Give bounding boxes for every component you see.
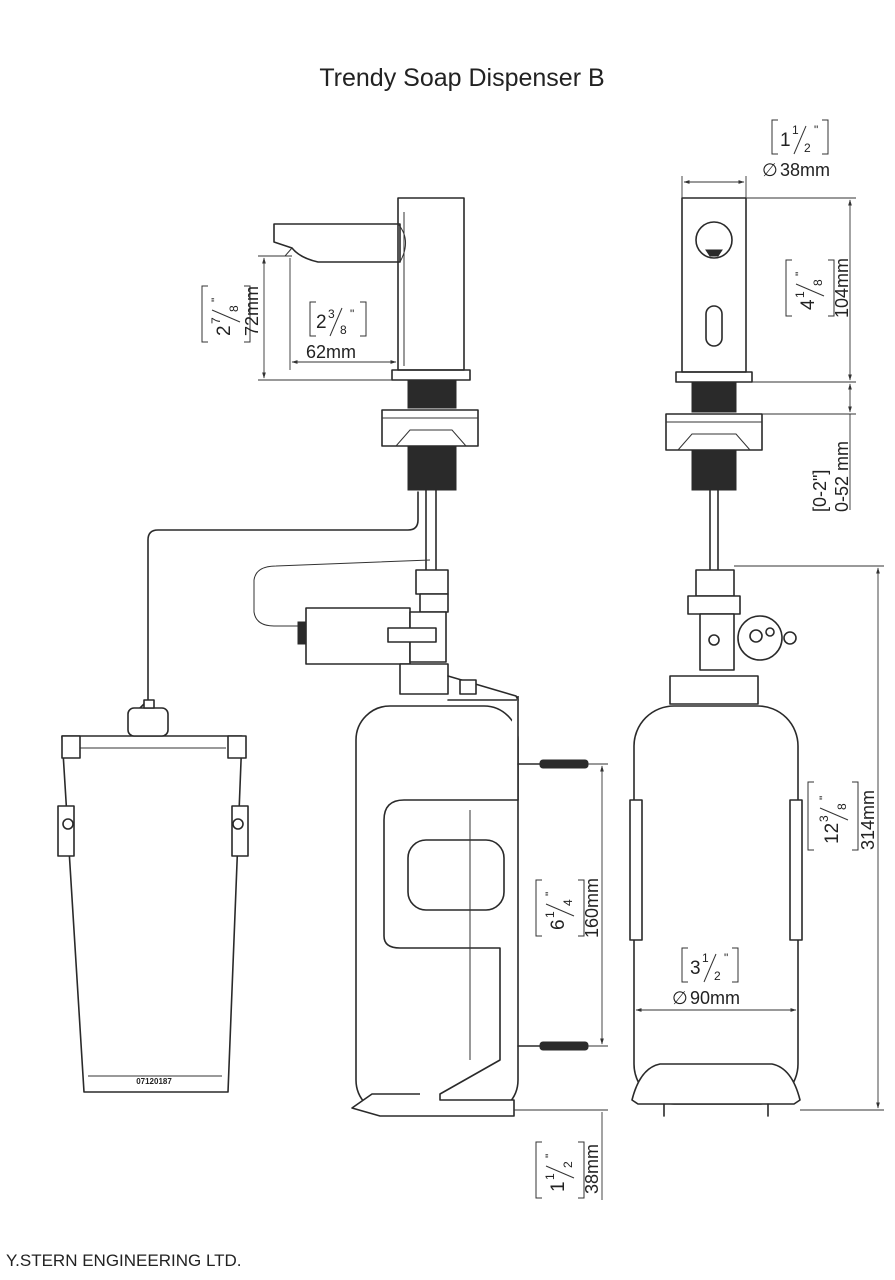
head-height-whole: 4 xyxy=(798,299,819,310)
spout-reach-mm: 62mm xyxy=(306,342,356,362)
spout-reach-whole: 2 xyxy=(316,312,327,333)
total-height-mm: 314mm xyxy=(858,790,878,850)
spout-height-num: 7 xyxy=(209,317,223,324)
battery-cable xyxy=(139,491,431,709)
head-diameter-num: 1 xyxy=(792,123,799,137)
head-diameter-symbol: ∅ xyxy=(762,160,778,180)
spout-reach-inch: " xyxy=(350,307,354,321)
deck-thickness-inch: [0-2"] xyxy=(810,470,830,512)
dim-bottle-diameter: 3 1 2 " ∅ 90mm xyxy=(672,947,740,1008)
bottom-clearance-den: 2 xyxy=(561,1161,575,1168)
dim-total-height: 12 3 8 " 314mm xyxy=(807,781,878,851)
bracket-spacing-num: 1 xyxy=(543,911,557,918)
bottom-clearance-num: 1 xyxy=(543,1173,557,1180)
dim-bottom-clearance: 1 1 2 " 38mm xyxy=(535,1141,602,1199)
front-view-threaded-mount xyxy=(665,381,763,571)
spout-height-den: 8 xyxy=(227,305,241,312)
bottle-diameter-whole: 3 xyxy=(690,958,701,979)
battery-box: 07120187 xyxy=(57,699,249,1093)
head-diameter-whole: 1 xyxy=(780,130,791,151)
side-view-valve xyxy=(297,569,519,701)
side-view-threaded-mount xyxy=(381,379,479,571)
bracket-spacing-mm: 160mm xyxy=(582,878,602,938)
deck-thickness-mm: 0-52 mm xyxy=(832,441,852,512)
front-view-bottle xyxy=(629,705,803,1117)
bottom-clearance-whole: 1 xyxy=(548,1181,569,1192)
spout-height-inch: " xyxy=(209,298,223,302)
spout-height-mm: 72mm xyxy=(242,286,262,336)
bracket-spacing-whole: 6 xyxy=(548,919,569,930)
total-height-inch: " xyxy=(817,796,831,800)
front-view-faucet-head xyxy=(675,197,753,383)
bracket-spacing-den: 4 xyxy=(561,899,575,906)
part-code: 07120187 xyxy=(136,1077,172,1086)
spout-height-whole: 2 xyxy=(214,325,235,336)
dim-spout-height: 2 7 8 " 72mm xyxy=(201,285,262,343)
dim-deck-thickness: [0-2"] 0-52 mm xyxy=(810,441,852,512)
total-height-whole: 12 xyxy=(822,823,843,844)
bottom-clearance-mm: 38mm xyxy=(582,1144,602,1194)
dim-head-diameter: 1 1 2 " ∅ 38mm xyxy=(762,119,830,180)
dim-bracket-spacing: 6 1 4 " 160mm xyxy=(535,878,602,938)
bottle-diameter-den: 2 xyxy=(714,969,721,983)
drawing-title: Trendy Soap Dispenser B xyxy=(319,64,604,92)
company-footer: Y.STERN ENGINEERING LTD. xyxy=(6,1251,242,1270)
bottle-diameter-inch: " xyxy=(724,951,728,965)
bottom-clearance-inch: " xyxy=(543,1154,557,1158)
total-height-den: 8 xyxy=(835,803,849,810)
bracket-spacing-inch: " xyxy=(543,892,557,896)
total-height-num: 3 xyxy=(817,815,831,822)
side-view-faucet-head xyxy=(273,197,471,381)
dim-spout-reach: 2 3 8 " 62mm xyxy=(306,301,367,362)
spout-reach-den: 8 xyxy=(340,323,347,337)
head-diameter-inch: " xyxy=(814,123,818,137)
side-view-bottle xyxy=(351,696,589,1117)
head-diameter-den: 2 xyxy=(804,141,811,155)
head-height-den: 8 xyxy=(811,279,825,286)
front-view-valve xyxy=(669,569,797,705)
bottle-diameter-num: 1 xyxy=(702,951,709,965)
head-height-inch: " xyxy=(793,272,807,276)
spout-reach-num: 3 xyxy=(328,307,335,321)
dim-head-height: 4 1 8 " 104mm xyxy=(785,258,852,318)
dimension-lines xyxy=(258,176,884,1200)
bottle-diameter-mm: 90mm xyxy=(690,988,740,1008)
head-height-mm: 104mm xyxy=(832,258,852,318)
head-diameter-mm: 38mm xyxy=(780,160,830,180)
bottle-diameter-symbol: ∅ xyxy=(672,988,688,1008)
head-height-num: 1 xyxy=(793,291,807,298)
